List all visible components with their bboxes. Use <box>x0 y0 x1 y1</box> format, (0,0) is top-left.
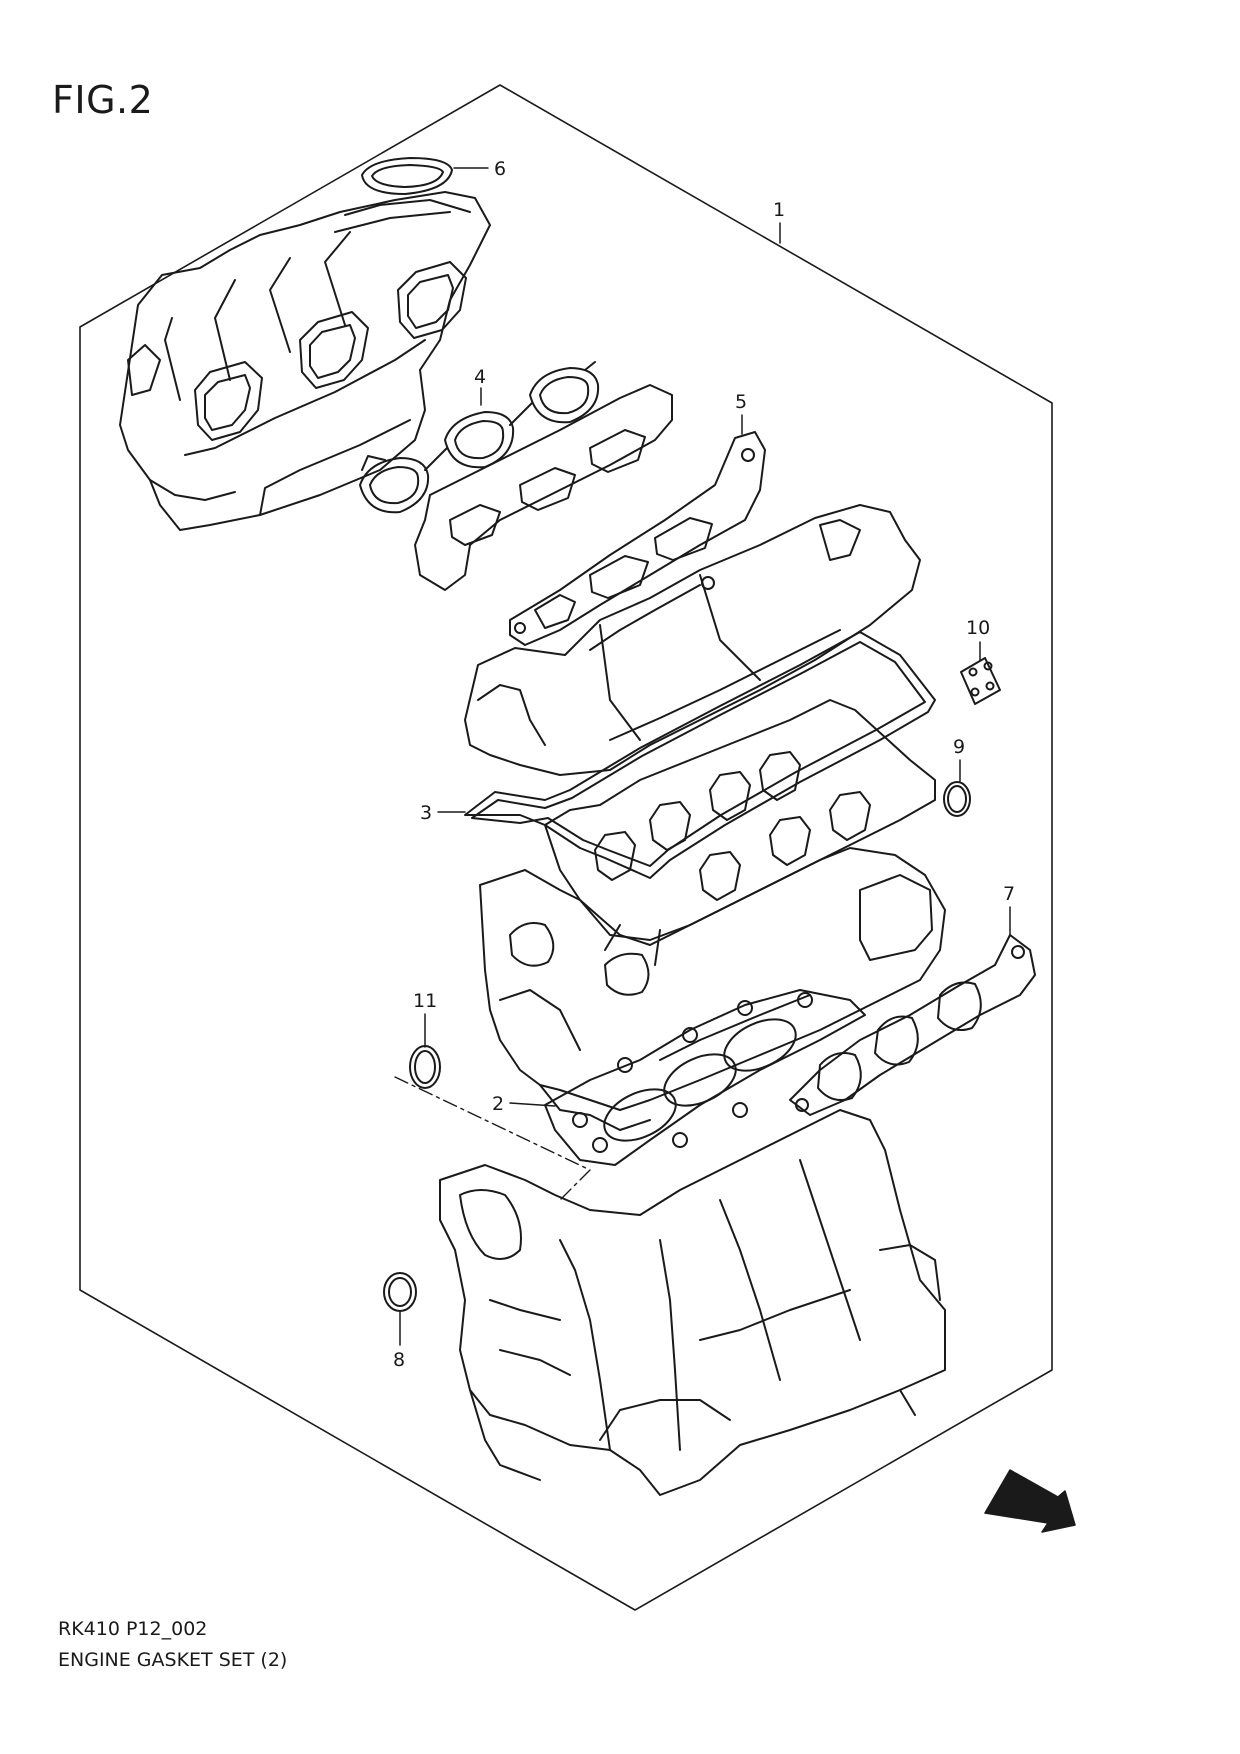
alignment-line <box>394 1076 591 1201</box>
part-7-exhaust-gasket <box>789 934 1036 1116</box>
part-4-intake-gasket <box>359 361 600 514</box>
cylinder-head-top <box>544 699 936 966</box>
part-10-small-gasket <box>960 657 1001 705</box>
diagram-code: RK410 P12_002 <box>58 1618 208 1640</box>
cylinder-head <box>479 847 946 1131</box>
leader-lines <box>399 167 1011 1346</box>
part-6-throttle-gasket <box>361 157 453 195</box>
part-9-o-ring <box>943 781 971 817</box>
callout-8: 8 <box>393 1349 405 1371</box>
callout-numbers: 1 2 3 4 5 6 7 8 9 10 11 <box>393 158 1015 1371</box>
kit-boundary <box>79 84 1053 1611</box>
intake-manifold <box>119 191 491 531</box>
cylinder-block <box>439 1109 946 1496</box>
callout-5: 5 <box>735 391 747 413</box>
part-8-seal-ring <box>383 1272 417 1312</box>
fwd-arrow: FWD <box>984 1469 1076 1533</box>
part-11-seal-ring <box>409 1045 441 1089</box>
callout-4: 4 <box>474 366 486 388</box>
cylinder-head-cover <box>464 504 921 776</box>
callout-10: 10 <box>966 617 990 639</box>
callout-3: 3 <box>420 802 432 824</box>
figure-title: FIG.2 <box>52 78 154 122</box>
part-2-head-gasket <box>544 989 866 1166</box>
diagram-description: ENGINE GASKET SET (2) <box>58 1649 288 1671</box>
callout-9: 9 <box>953 736 965 758</box>
callout-2: 2 <box>492 1093 504 1115</box>
callout-1: 1 <box>773 199 785 221</box>
callout-6: 6 <box>494 158 506 180</box>
callout-7: 7 <box>1003 883 1015 905</box>
part-3-cover-gasket <box>464 631 936 879</box>
part-5-exhaust-gasket <box>509 431 766 646</box>
callout-11: 11 <box>413 990 437 1012</box>
cylinder-head-cover-flange <box>414 384 673 591</box>
